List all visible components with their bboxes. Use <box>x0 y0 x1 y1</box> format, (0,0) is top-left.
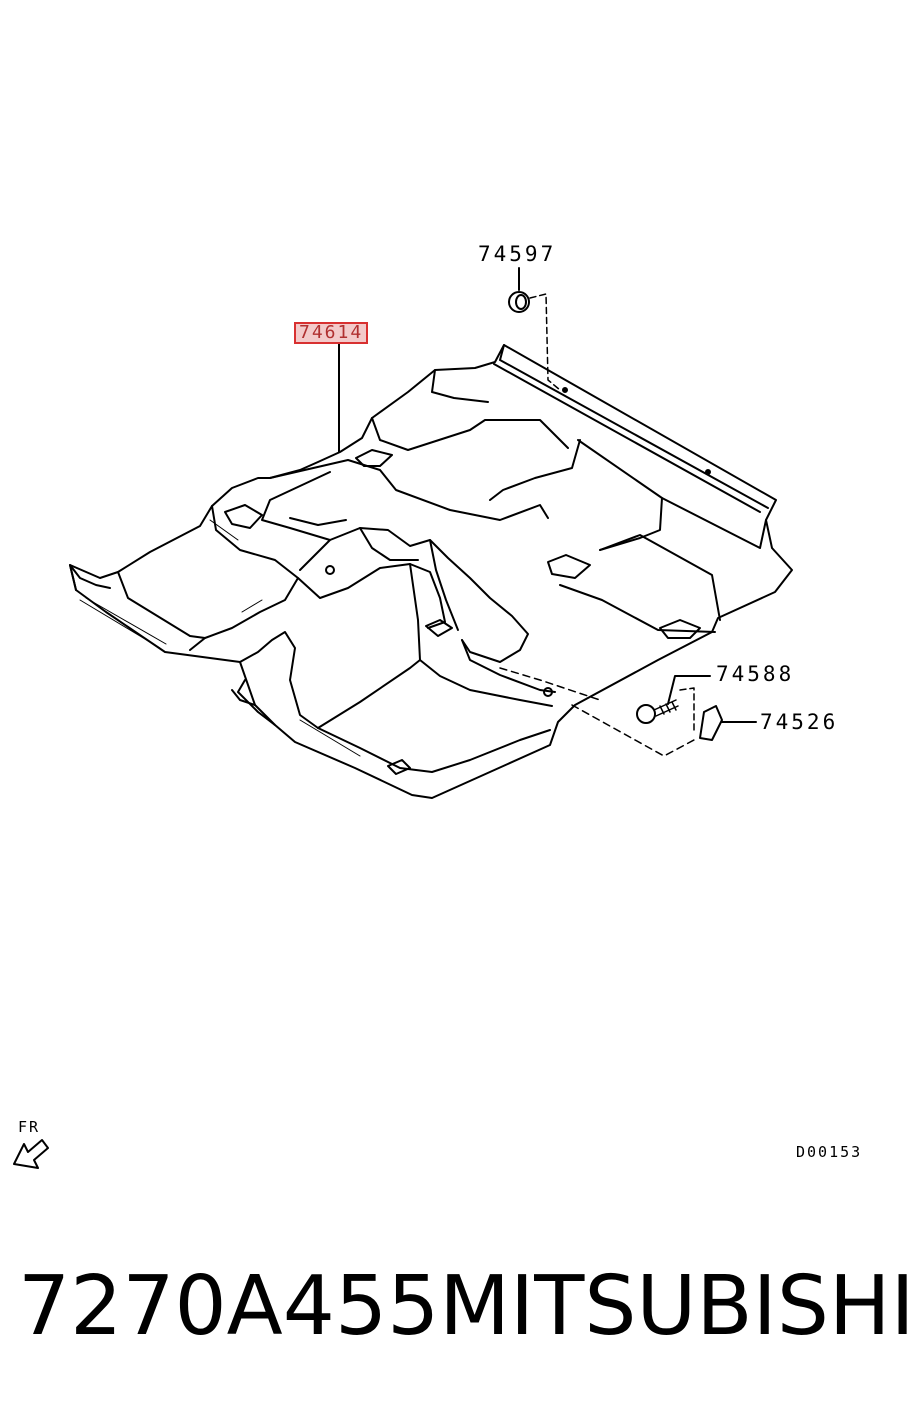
callout-74526: 74526 <box>760 710 839 734</box>
left-footwell-floor <box>117 571 206 639</box>
tunnel-left-face <box>297 563 446 629</box>
front-floor-base <box>317 659 421 729</box>
hatch-left <box>79 519 361 757</box>
callout-74597: 74597 <box>478 242 557 266</box>
clip-hole-1 <box>325 565 335 575</box>
grommet-inner <box>515 294 527 310</box>
rear-pad-left <box>355 449 393 467</box>
bolt-shank <box>653 699 679 717</box>
left-seat-floor <box>269 459 549 521</box>
brand-name: MITSUBISHI <box>439 1259 909 1354</box>
left-seat-step2 <box>289 517 347 526</box>
left-front-edge <box>69 564 111 591</box>
diagram-code: D00153 <box>796 1143 863 1161</box>
tunnel-lower <box>409 563 553 707</box>
rear-floor-left <box>371 417 569 451</box>
rear-pad-right <box>547 554 591 579</box>
left-footwell <box>189 505 299 651</box>
assembly-dash <box>499 667 695 757</box>
clip-hole-4 <box>705 469 711 475</box>
callout-74614-highlighted: 74614 <box>294 322 369 344</box>
right-footwell <box>599 534 721 621</box>
tunnel-ridge <box>429 539 459 631</box>
direction-label: FR <box>18 1118 41 1136</box>
bolt-head <box>636 704 656 724</box>
rear-floor-right <box>577 439 663 551</box>
rear-ridge <box>499 344 769 509</box>
bolt-dash <box>679 687 695 731</box>
tunnel-top <box>299 527 529 663</box>
rear-ridge-inner <box>493 363 761 513</box>
leader-74588 <box>667 675 711 705</box>
tunnel-slope <box>359 527 419 561</box>
front-bottom-left <box>237 679 276 726</box>
rear-floor-center <box>489 439 581 501</box>
clip-hole-2 <box>543 687 553 697</box>
grommet-dash <box>529 293 561 391</box>
console-mount <box>425 619 453 637</box>
left-seat-pad <box>224 504 263 529</box>
front-floor-right <box>317 727 551 773</box>
rear-floor-right2 <box>661 497 767 549</box>
clip-part <box>699 705 723 741</box>
fr-arrow-icon <box>13 1139 49 1169</box>
tunnel-rear-box <box>461 639 556 693</box>
rear-step <box>431 369 489 403</box>
clip-hole-3 <box>562 387 568 393</box>
carpet-outline <box>69 344 793 799</box>
footer-caption: 7270A455 MITSUBISHI <box>18 1259 909 1354</box>
grommet-part <box>508 291 530 313</box>
front-floor-left <box>239 631 319 729</box>
right-front-pad <box>659 619 701 639</box>
left-seat-step <box>261 471 331 541</box>
right-footwell-floor <box>559 584 716 633</box>
callout-74588: 74588 <box>716 662 795 686</box>
front-pad <box>387 759 411 775</box>
part-number: 7270A455 <box>18 1259 440 1354</box>
